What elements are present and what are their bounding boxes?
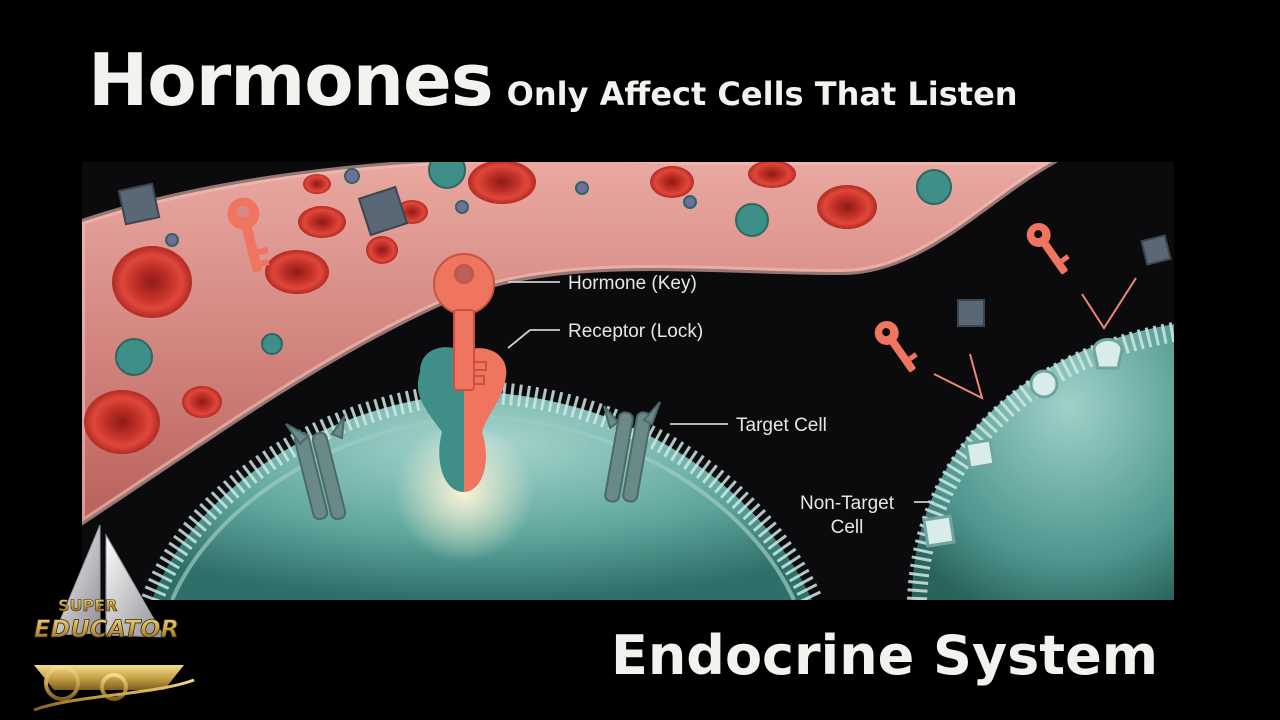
- label-non-target-line2: Cell: [831, 517, 864, 538]
- super-educator-logo: SUPER EDUCATOR: [14, 515, 209, 720]
- logo-line1: SUPER: [58, 596, 118, 615]
- label-hormone: Hormone (Key): [568, 273, 697, 294]
- title-subtitle: Only Affect Cells That Listen: [507, 75, 1018, 113]
- label-non-target-line1: Non-Target: [800, 493, 895, 514]
- label-target-cell: Target Cell: [736, 415, 827, 436]
- page-title: Hormones Only Affect Cells That Listen: [88, 38, 1268, 128]
- logo-line2: EDUCATOR: [34, 615, 179, 643]
- footer-subtitle: Endocrine System: [611, 624, 1158, 687]
- title-main: Hormones: [88, 38, 493, 122]
- label-receptor: Receptor (Lock): [568, 321, 703, 342]
- diagram-panel: Hormone (Key) Receptor (Lock) Target Cel…: [82, 162, 1174, 600]
